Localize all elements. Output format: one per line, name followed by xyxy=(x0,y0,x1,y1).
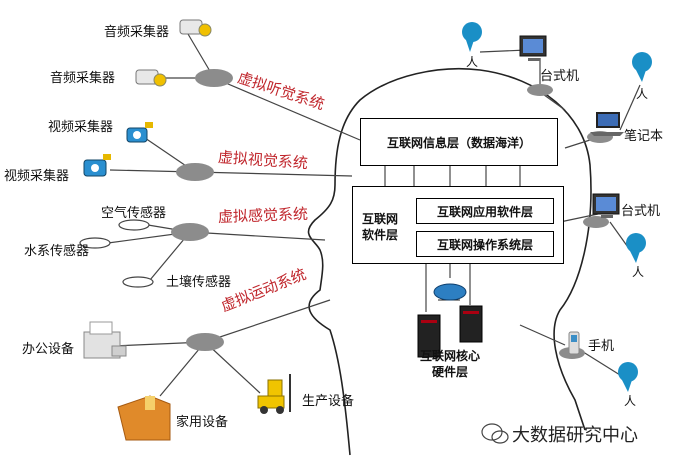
core-hardware-label: 互联网核心 硬件层 xyxy=(420,349,481,380)
person-label: 人 xyxy=(624,394,637,408)
desktop-label: 台式机 xyxy=(621,204,661,219)
hub-sensing xyxy=(171,223,209,241)
info-layer-box: 互联网信息层（数据海洋） xyxy=(360,118,558,166)
production-equipment-label: 生产设备 xyxy=(302,394,355,409)
air-sensor-label: 空气传感器 xyxy=(101,206,167,221)
hub-vision xyxy=(176,163,214,181)
virtual-sensing-label: 虚拟感觉系统 xyxy=(217,204,309,226)
desktop-icon xyxy=(519,35,547,61)
laptop-label: 笔记本 xyxy=(624,129,664,144)
hub-desktop-2 xyxy=(583,216,609,228)
server-icon xyxy=(417,314,441,358)
water-sensor-ring xyxy=(79,237,111,249)
phone-icon xyxy=(568,331,580,355)
audio-collector-label: 音频采集器 xyxy=(50,71,116,86)
hub-hearing xyxy=(195,69,233,87)
audio-collector-label: 音频采集器 xyxy=(104,25,170,40)
audio-connectors xyxy=(107,33,641,397)
os-layer-box: 互联网操作系统层 xyxy=(416,231,554,257)
home-equipment-label: 家用设备 xyxy=(176,415,229,430)
person-icon xyxy=(626,233,646,263)
printer-icon xyxy=(83,321,127,359)
phone-label: 手机 xyxy=(588,339,615,354)
forklift-icon xyxy=(257,374,291,414)
video-collector-label: 视频采集器 xyxy=(4,169,70,184)
hub-motion xyxy=(186,333,224,351)
desktop-icon xyxy=(592,193,620,218)
audio-collector-icon xyxy=(179,19,212,37)
person-icon xyxy=(618,362,638,392)
video-camera-icon xyxy=(83,154,111,177)
app-software-box: 互联网应用软件层 xyxy=(416,198,554,224)
office-equipment-label: 办公设备 xyxy=(22,342,75,357)
soil-sensor-ring xyxy=(122,276,154,288)
air-sensor-ring xyxy=(118,219,150,231)
software-layer-label: 互联网 软件层 xyxy=(362,212,399,243)
soil-sensor-label: 土壤传感器 xyxy=(166,275,232,290)
person-label: 人 xyxy=(632,265,645,279)
person-label: 人 xyxy=(466,55,479,69)
water-sensor-label: 水系传感器 xyxy=(24,244,90,259)
watermark-text: 大数据研究中心 xyxy=(512,425,638,446)
wechat-icon xyxy=(481,423,509,444)
hub-desktop-1 xyxy=(527,84,553,96)
person-label: 人 xyxy=(636,87,649,101)
person-icon xyxy=(462,22,482,52)
head-outline xyxy=(307,67,592,456)
audio-collector-icon xyxy=(135,69,167,87)
video-camera-icon xyxy=(126,122,153,143)
video-collector-label: 视频采集器 xyxy=(48,120,114,135)
server-icon xyxy=(459,305,483,343)
desktop-label: 台式机 xyxy=(540,69,580,84)
router-icon xyxy=(433,283,467,301)
laptop-icon xyxy=(590,112,624,136)
person-icon xyxy=(632,52,652,82)
home-appliance-icon xyxy=(117,395,171,441)
